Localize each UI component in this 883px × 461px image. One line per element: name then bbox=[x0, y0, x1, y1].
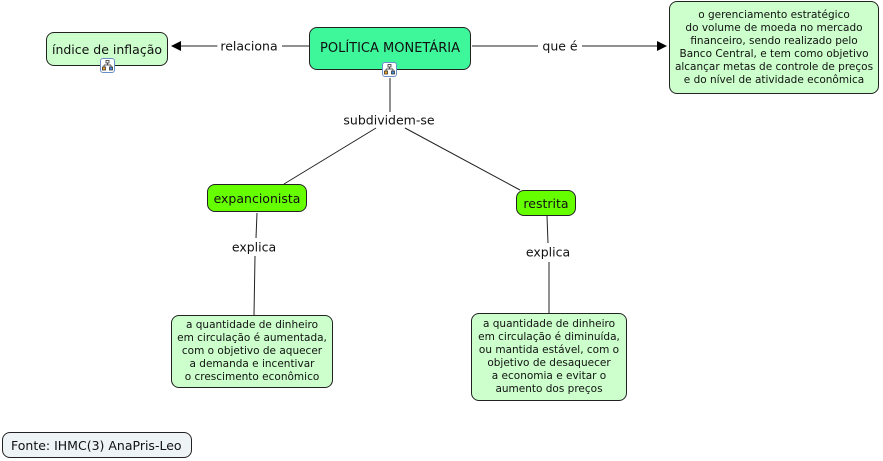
hierarchy-icon bbox=[384, 64, 395, 75]
concept-label: a quantidade de dinheiro em circulação é… bbox=[177, 319, 327, 383]
concept-label: índice de inflação bbox=[51, 41, 163, 57]
concept-expancionista-description[interactable]: a quantidade de dinheiro em circulação é… bbox=[171, 315, 333, 388]
concept-expancionista[interactable]: expancionista bbox=[207, 184, 307, 212]
source-credit-box: Fonte: IHMC(3) AnaPris-Leo bbox=[2, 432, 192, 458]
concept-map-resource-icon[interactable] bbox=[100, 58, 115, 73]
link-label-relaciona[interactable]: relaciona bbox=[217, 38, 281, 54]
concept-label: a quantidade de dinheiro em circulação é… bbox=[478, 318, 620, 395]
concept-definition[interactable]: o gerenciamento estratégico do volume de… bbox=[669, 1, 879, 94]
concept-restrita[interactable]: restrita bbox=[516, 190, 576, 216]
line-explica-to-expdesc bbox=[253, 255, 256, 316]
line-restrita-to-explica bbox=[546, 215, 549, 244]
line-subdividem-to-restrita bbox=[404, 127, 521, 191]
concept-label: expancionista bbox=[213, 190, 301, 206]
link-label-que-e[interactable]: que é bbox=[539, 38, 581, 54]
link-label-subdividem-se[interactable]: subdividem-se bbox=[340, 112, 438, 128]
concept-label: o gerenciamento estratégico do volume de… bbox=[674, 8, 874, 86]
concept-restrita-description[interactable]: a quantidade de dinheiro em circulação é… bbox=[471, 313, 627, 401]
line-subdividem-to-expancionista bbox=[283, 127, 377, 185]
link-label-explica-right[interactable]: explica bbox=[522, 244, 574, 260]
concept-label: POLÍTICA MONETÁRIA bbox=[320, 41, 460, 56]
line-expancionista-to-explica bbox=[255, 212, 258, 239]
hierarchy-icon bbox=[102, 60, 113, 71]
concept-map-resource-icon[interactable] bbox=[382, 62, 397, 77]
source-credit-text: Fonte: IHMC(3) AnaPris-Leo bbox=[11, 437, 182, 453]
link-label-explica-left[interactable]: explica bbox=[228, 239, 280, 255]
concept-label: restrita bbox=[523, 195, 569, 211]
